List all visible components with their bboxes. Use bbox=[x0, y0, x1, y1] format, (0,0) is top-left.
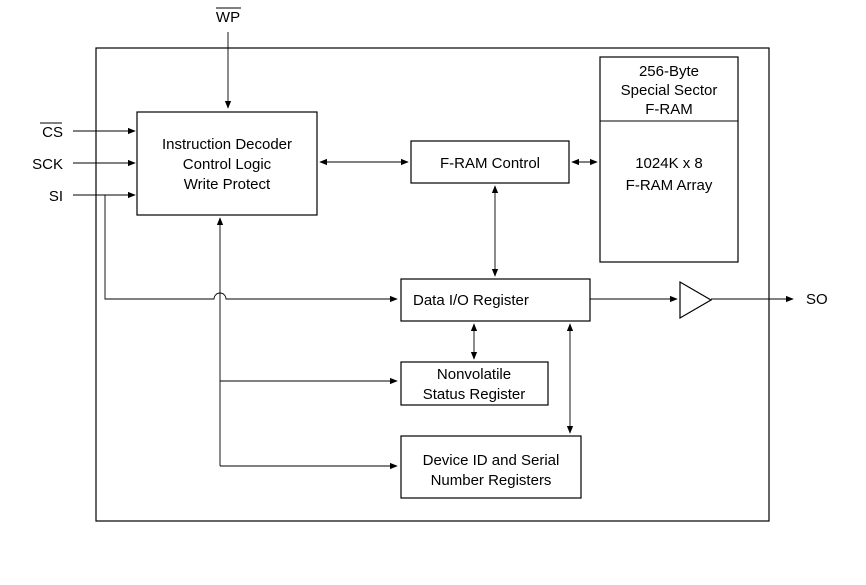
status-register-line-1: Nonvolatile bbox=[437, 366, 511, 383]
device-id-line-2: Number Registers bbox=[431, 472, 552, 489]
output-buffer bbox=[679, 280, 713, 320]
special-sector-line-2: Special Sector bbox=[621, 82, 718, 99]
fram-control-block bbox=[410, 140, 570, 184]
device-id-block bbox=[400, 435, 582, 499]
pin-sck-label: SCK bbox=[32, 156, 63, 173]
instruction-decoder-block bbox=[136, 111, 318, 216]
fram-array-line-2: F-RAM Array bbox=[626, 177, 713, 194]
chip-boundary bbox=[95, 47, 770, 522]
decoder-line-2: Control Logic bbox=[183, 156, 272, 173]
pin-cs-label: CS bbox=[42, 124, 63, 141]
status-register-block bbox=[400, 361, 549, 406]
special-sector-line-1: 256-Byte bbox=[639, 63, 699, 80]
fram-control-label: F-RAM Control bbox=[440, 155, 540, 172]
pin-so-label: SO bbox=[806, 291, 828, 308]
special-sector-line-3: F-RAM bbox=[645, 101, 693, 118]
fram-array-line-1: 1024K x 8 bbox=[635, 155, 703, 172]
data-io-register-block bbox=[400, 278, 591, 322]
fram-array-block bbox=[599, 56, 739, 263]
decoder-line-3: Write Protect bbox=[184, 176, 271, 193]
si-to-data-io-wire bbox=[104, 195, 398, 303]
pin-wp-label: WP bbox=[216, 9, 240, 26]
device-id-line-1: Device ID and Serial bbox=[423, 452, 560, 469]
data-io-label: Data I/O Register bbox=[413, 292, 529, 309]
status-register-line-2: Status Register bbox=[423, 386, 526, 403]
pin-si-label: SI bbox=[49, 188, 63, 205]
decoder-line-1: Instruction Decoder bbox=[162, 136, 292, 153]
